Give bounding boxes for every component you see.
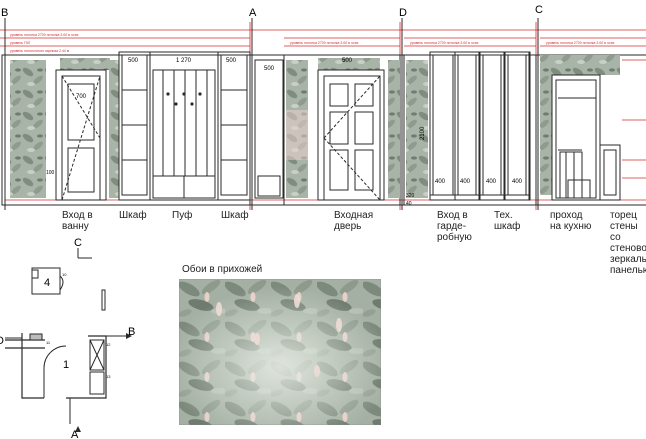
dressing-wardrobe-elevation	[429, 51, 531, 201]
caption-bath-entry: Вход в ванну	[62, 210, 93, 232]
caption-dressing-entry: Вход в гарде- робную	[437, 210, 472, 243]
caption-wardrobe-left: Шкаф	[119, 210, 147, 221]
low-dim: 320	[406, 193, 415, 199]
wallpaper-title: Обои в прихожей	[182, 264, 263, 275]
floor-plan: C B A D 4 1 10 12 11 13	[0, 238, 135, 439]
wardrobe-right-elevation	[217, 51, 251, 201]
plan-dim-12: 12	[106, 342, 111, 347]
plan-dim-11: 11	[46, 340, 51, 345]
entrance-door-elevation	[317, 69, 385, 201]
base-height-dim: 100	[46, 170, 55, 176]
caption-wardrobe-right: Шкаф	[221, 210, 249, 221]
section-marker-d: D	[399, 7, 407, 19]
shelf-width-dim: 500	[128, 58, 139, 64]
section-marker-c: C	[535, 4, 543, 16]
plan-room-4: 4	[44, 277, 50, 289]
caption-wall-end: торец стены со стеновой зеркальной панел…	[610, 210, 646, 276]
wardrobe-dim-3: 400	[486, 179, 497, 185]
pouf-niche	[149, 51, 219, 201]
wallpaper-panels	[10, 55, 620, 198]
ceiling-note-4: уровень потолка 2700 потолка 3.00 в осях	[546, 41, 615, 45]
ceiling-note-2: уровень потолка 2700 потолка 3.00 в осях	[290, 41, 359, 45]
section-marker-lines	[4, 18, 539, 210]
coat-hooks	[166, 92, 202, 106]
plan-marker-a: A	[71, 429, 79, 439]
plan-marker-c: C	[74, 238, 82, 249]
caption-tech-closet: Тех. шкаф	[494, 210, 521, 232]
door-width-dim: 700	[76, 94, 87, 100]
wall-elevation-drawing: B A D C уровень потолка 2700 потолка 3.0…	[0, 4, 646, 210]
gkl-note: уровень ГКЛ	[10, 41, 31, 45]
wallpaper-sample	[179, 279, 381, 425]
dim-40: 40	[406, 201, 412, 207]
door-height-dim: 2100	[420, 126, 426, 140]
plan-dim-13: 13	[106, 374, 111, 379]
wall-outline	[1, 54, 646, 206]
shelf-width-dim-2: 500	[226, 58, 237, 64]
plan-room-1: 1	[63, 359, 69, 371]
ceiling-note: уровень потолка 2700 потолка 3.00 в осях	[10, 33, 79, 37]
kitchen-passage-elevation	[551, 74, 621, 201]
wardrobe-left-elevation	[118, 51, 151, 201]
wardrobe-dim-1: 400	[435, 179, 446, 185]
shelf-width-dim-3: 500	[264, 66, 275, 72]
ceiling-note-3: уровень потолка 2700 потолка 3.00 в осях	[410, 41, 479, 45]
bench-width-dim: 1 270	[176, 58, 192, 64]
caption-kitchen-pass: проход на кухню	[550, 210, 592, 232]
plan-marker-b: B	[128, 326, 135, 338]
plan-dim-10: 10	[62, 272, 67, 277]
section-marker-b: B	[1, 7, 8, 19]
caption-pouf: Пуф	[172, 210, 193, 221]
wardrobe-dim-2: 400	[460, 179, 471, 185]
caption-entrance-door: Входная дверь	[334, 210, 374, 232]
shelf-width-dim-4: 500	[342, 58, 353, 64]
plan-marker-d: D	[0, 335, 4, 347]
section-marker-a: A	[249, 7, 257, 19]
bathroom-door	[55, 69, 107, 201]
level-note: уровень потолочного карниза 2.44 м	[10, 49, 70, 53]
wardrobe-dim-4: 400	[512, 179, 523, 185]
